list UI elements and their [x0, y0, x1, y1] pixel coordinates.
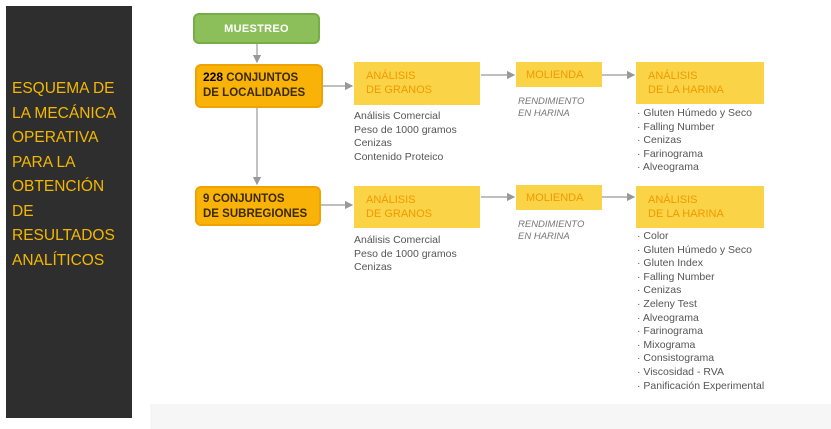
list-item: Análisis Comercial	[354, 110, 441, 122]
row1-grain-title1: ANÁLISIS	[366, 70, 416, 82]
list-item: · Farinograma	[637, 325, 703, 338]
row2-flour-title2: DE LA HARINA	[648, 208, 724, 220]
list-item: · Farinograma	[637, 147, 703, 160]
sidebar-title-line: LA MECÁNICA	[12, 104, 117, 122]
list-item: Contenido Proteico	[354, 150, 444, 163]
list-item: · Falling Number	[637, 120, 715, 133]
sidebar-title: ESQUEMA DE LA MECÁNICA OPERATIVA PARA LA…	[12, 77, 132, 273]
group-subregiones-box: 9 CONJUNTOS DE SUBREGIONES	[195, 186, 321, 226]
list-item: · Panificación Experimental	[637, 379, 765, 392]
row2-grain-title2: DE GRANOS	[366, 208, 433, 220]
row2-mill-note: RENDIMIENTO EN HARINA	[518, 219, 584, 243]
list-item: Cenizas	[354, 261, 392, 274]
row1-mill-note1: RENDIMIENTO	[518, 96, 585, 107]
row2-flour-analysis-box: ANÁLISIS DE LA HARINA	[636, 186, 764, 228]
row2-flour-items: · Color · Gluten Húmedo y Seco · Gluten …	[637, 230, 764, 393]
row1-grain-items: Análisis Comercial Peso de 1000 gramos C…	[354, 110, 457, 164]
list-item: · Gluten Index	[637, 257, 703, 270]
sidebar-title-line: PARA LA	[12, 153, 76, 171]
group-localidades-box: 228 CONJUNTOS DE LOCALIDADES	[195, 64, 323, 108]
sidebar-title-line: ESQUEMA DE	[12, 80, 115, 97]
sidebar-title-line: OBTENCIÓN	[12, 178, 105, 195]
list-item: · Alveograma	[637, 311, 699, 324]
list-item: · Zeleny Test	[637, 297, 697, 310]
list-item: · Cenizas	[637, 134, 682, 147]
list-item: · Falling Number	[637, 270, 715, 283]
group-localidades-label2: DE LOCALIDADES	[203, 87, 306, 99]
sidebar-title-line: OPERATIVA	[12, 129, 99, 146]
row1-flour-title2: DE LA HARINA	[648, 84, 724, 96]
row2-flour-title1: ANÁLISIS	[648, 194, 698, 206]
list-item: Análisis Comercial	[354, 234, 441, 246]
row2-mill-box: MOLIENDA	[516, 185, 602, 210]
list-item: · Consistograma	[637, 352, 715, 365]
row2-grain-analysis-box: ANÁLISIS DE GRANOS	[354, 186, 480, 228]
row2-mill-title: MOLIENDA	[526, 192, 584, 204]
sidebar-title-line: ANALÍTICOS	[12, 251, 105, 269]
list-item: · Mixograma	[637, 338, 696, 351]
muestreo-box: MUESTREO	[193, 13, 320, 44]
row1-mill-box: MOLIENDA	[516, 62, 602, 87]
row2-mill-note1: RENDIMIENTO	[518, 219, 585, 230]
list-item: · Viscosidad - RVA	[637, 365, 724, 378]
group-subregiones-label2: DE SUBREGIONES	[203, 208, 308, 220]
sidebar-panel: ESQUEMA DE LA MECÁNICA OPERATIVA PARA LA…	[6, 6, 132, 418]
row2-grain-title1: ANÁLISIS	[366, 194, 416, 206]
list-item: · Alveograma	[637, 161, 699, 174]
list-item: · Cenizas	[637, 284, 682, 297]
row2-grain-items: Análisis Comercial Peso de 1000 gramos C…	[354, 234, 457, 275]
group-localidades-number: 228	[203, 70, 224, 84]
row1-mill-note2: EN HARINA	[518, 108, 570, 119]
list-item: Peso de 1000 gramos	[354, 247, 457, 260]
list-item: Cenizas	[354, 137, 392, 150]
row1-mill-title: MOLIENDA	[526, 69, 584, 81]
row1-mill-note: RENDIMIENTO EN HARINA	[518, 96, 584, 120]
row1-flour-analysis-box: ANÁLISIS DE LA HARINA	[636, 62, 764, 104]
muestreo-label: MUESTREO	[224, 22, 289, 35]
list-item: · Color	[637, 230, 669, 242]
row2-mill-note2: EN HARINA	[518, 231, 570, 242]
row1-flour-items: · Gluten Húmedo y Seco · Falling Number …	[637, 107, 752, 175]
list-item: · Gluten Húmedo y Seco	[637, 107, 752, 119]
row1-grain-analysis-box: ANÁLISIS DE GRANOS	[354, 62, 480, 105]
sidebar-title-line: DE	[12, 202, 34, 220]
row1-flour-title1: ANÁLISIS	[648, 70, 698, 82]
group-localidades-line1: 228 CONJUNTOS	[203, 70, 321, 86]
row1-grain-title2: DE GRANOS	[366, 84, 433, 96]
bottom-band	[150, 404, 831, 429]
list-item: Peso de 1000 gramos	[354, 123, 457, 136]
sidebar-title-line: RESULTADOS	[12, 227, 115, 244]
group-localidades-label1: CONJUNTOS	[226, 72, 299, 84]
list-item: · Gluten Húmedo y Seco	[637, 243, 752, 256]
group-subregiones-label1: 9 CONJUNTOS	[203, 193, 285, 205]
